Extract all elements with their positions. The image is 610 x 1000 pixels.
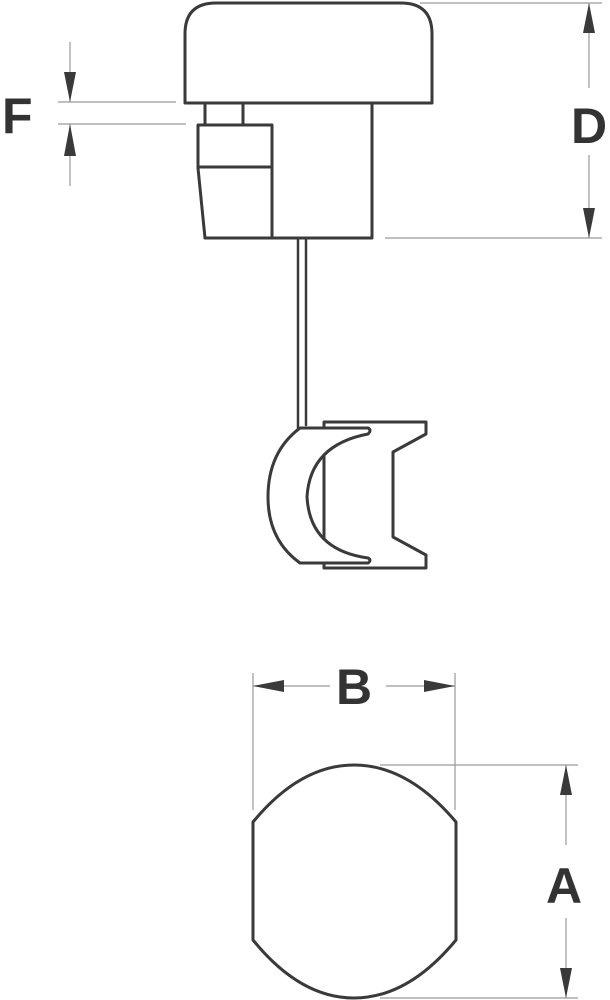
arrow-left-icon xyxy=(253,680,284,692)
bottom-profile-view xyxy=(251,763,458,1000)
dimension-d: D xyxy=(385,2,607,239)
cap xyxy=(183,1,434,105)
side-latch xyxy=(196,123,274,240)
arrow-down-icon xyxy=(64,72,76,102)
dimension-b: B xyxy=(252,659,456,810)
clip-outer-arc xyxy=(266,426,372,565)
label-a: A xyxy=(546,858,582,914)
profile-shape xyxy=(251,763,458,1000)
label-f: F xyxy=(2,88,33,144)
arrow-up-icon xyxy=(583,3,595,33)
arrow-right-icon xyxy=(424,680,455,692)
arrow-down-icon xyxy=(583,208,595,238)
clip-frame xyxy=(322,420,428,570)
arrow-up-icon xyxy=(560,765,572,795)
dimension-a: A xyxy=(380,764,582,999)
label-d: D xyxy=(571,98,607,154)
clip xyxy=(266,420,428,570)
arrow-down-icon xyxy=(560,968,572,998)
arrow-up-icon xyxy=(64,124,76,156)
dimension-f: F xyxy=(2,42,186,186)
side-view xyxy=(183,1,434,570)
label-b: B xyxy=(336,659,372,715)
